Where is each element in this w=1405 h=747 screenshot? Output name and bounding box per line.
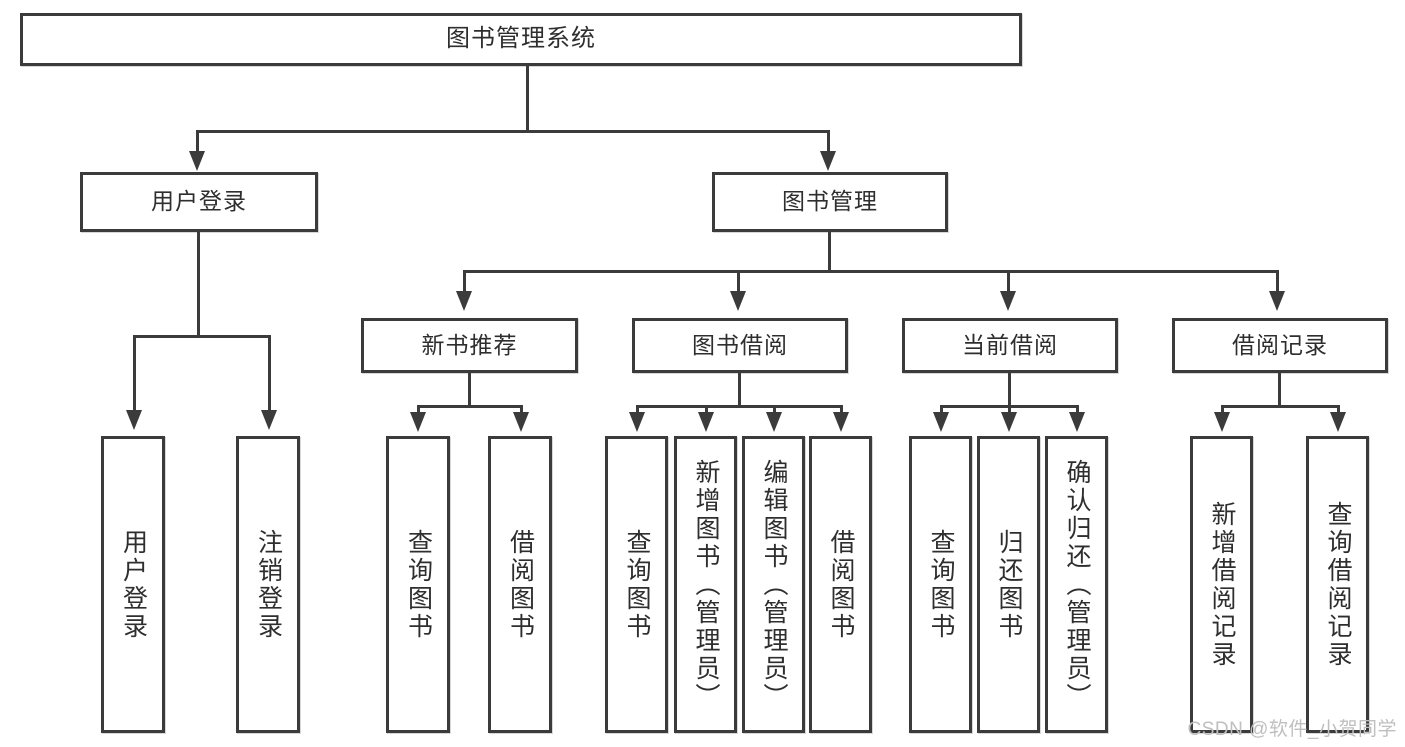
- arrowhead-nb-borrow-book: [513, 412, 529, 432]
- connector-borrow-book-bar: [636, 405, 843, 408]
- node-label: 新增图书（管理员）: [692, 458, 720, 711]
- arrowhead-br-add-record: [1214, 412, 1230, 432]
- connector-user-login-bar: [133, 335, 270, 338]
- arrowhead-current-borrow: [1000, 291, 1016, 311]
- arrowhead-bb-edit-book: [766, 412, 782, 432]
- connector-cb-drop-2: [1008, 405, 1011, 414]
- arrowhead-leaf-logout: [261, 410, 277, 430]
- node-label: 新书推荐: [421, 331, 518, 358]
- connector-new-book-stem: [468, 373, 471, 405]
- connector-cb-drop-1: [940, 405, 943, 414]
- node-label: 编辑图书（管理员）: [760, 458, 788, 711]
- node-current-borrow[interactable]: 当前借阅: [902, 318, 1118, 373]
- arrowhead-cb-return-book: [1001, 412, 1017, 432]
- connector-level1-drop-user-login: [196, 130, 199, 154]
- node-new-book-recommend[interactable]: 新书推荐: [361, 318, 578, 373]
- node-label: 借阅图书: [827, 528, 855, 641]
- leaf-current-query-book[interactable]: 查询图书: [909, 436, 972, 733]
- arrowhead-new-book-recommend: [456, 291, 472, 311]
- leaf-borrow-borrow-book[interactable]: 借阅图书: [809, 436, 872, 733]
- connector-borrow-book-stem: [738, 373, 741, 405]
- leaf-borrow-query-book[interactable]: 查询图书: [605, 436, 668, 733]
- connector-level2-drop-new-book: [463, 270, 466, 294]
- node-label: 查询借阅记录: [1324, 500, 1352, 669]
- connector-bb-drop-2: [705, 405, 708, 414]
- leaf-new-book-query-book[interactable]: 查询图书: [386, 436, 450, 733]
- connector-br-drop-2: [1337, 405, 1340, 414]
- connector-new-book-bar: [417, 405, 523, 408]
- connector-level2-drop-borrow-record: [1276, 270, 1279, 294]
- arrowhead-cb-query-book: [933, 412, 949, 432]
- connector-new-book-drop-1: [417, 405, 420, 414]
- node-book-borrow[interactable]: 图书借阅: [632, 318, 848, 373]
- arrowhead-book-management: [820, 151, 836, 171]
- connector-level2-bar: [463, 270, 1279, 273]
- arrowhead-nb-query-book: [410, 412, 426, 432]
- arrowhead-user-login: [189, 151, 205, 171]
- arrowhead-cb-confirm-return: [1069, 412, 1085, 432]
- arrowhead-book-borrow: [730, 291, 746, 311]
- leaf-current-return-book[interactable]: 归还图书: [977, 436, 1040, 733]
- leaf-borrow-edit-book[interactable]: 编辑图书（管理员）: [742, 436, 805, 733]
- node-label: 借阅图书: [506, 528, 535, 641]
- connector-new-book-drop-2: [520, 405, 523, 414]
- leaf-record-add-record[interactable]: 新增借阅记录: [1190, 436, 1253, 733]
- arrowhead-bb-add-book: [698, 412, 714, 432]
- leaf-user-login[interactable]: 用户登录: [101, 436, 165, 733]
- node-borrow-record[interactable]: 借阅记录: [1172, 318, 1388, 373]
- node-label: 查询图书: [623, 528, 651, 641]
- node-label: 图书管理: [782, 188, 878, 215]
- connector-level1-drop-book-management: [827, 130, 830, 154]
- node-label: 用户登录: [151, 188, 247, 215]
- node-label: 图书管理系统: [446, 25, 596, 53]
- connector-level2-drop-current-borrow: [1007, 270, 1010, 294]
- connector-user-login-drop-1: [133, 335, 136, 413]
- connector-bb-drop-4: [840, 405, 843, 414]
- connector-user-login-stem: [197, 232, 200, 335]
- connector-current-borrow-stem: [1008, 373, 1011, 405]
- node-label: 归还图书: [995, 528, 1023, 641]
- arrowhead-borrow-record: [1269, 291, 1285, 311]
- connector-level1-bar: [196, 130, 830, 133]
- node-label: 用户登录: [119, 528, 148, 641]
- node-label: 借阅记录: [1232, 331, 1328, 358]
- leaf-current-confirm-return[interactable]: 确认归还（管理员）: [1045, 436, 1108, 733]
- connector-cb-drop-3: [1076, 405, 1079, 414]
- arrowhead-bb-query-book: [629, 412, 645, 432]
- connector-br-drop-1: [1221, 405, 1224, 414]
- node-label: 图书借阅: [692, 331, 788, 358]
- node-root-book-management-system[interactable]: 图书管理系统: [20, 13, 1022, 66]
- arrowhead-bb-borrow-book: [833, 412, 849, 432]
- node-label: 新增借阅记录: [1208, 500, 1236, 669]
- connector-user-login-drop-2: [268, 335, 271, 413]
- connector-bb-drop-1: [636, 405, 639, 414]
- leaf-new-book-borrow-book[interactable]: 借阅图书: [488, 436, 552, 733]
- leaf-record-query-record[interactable]: 查询借阅记录: [1306, 436, 1369, 733]
- leaf-borrow-add-book[interactable]: 新增图书（管理员）: [674, 436, 737, 733]
- connector-book-management-stem: [828, 232, 831, 270]
- node-label: 当前借阅: [962, 331, 1058, 358]
- arrowhead-leaf-user-login: [126, 410, 142, 430]
- node-book-management[interactable]: 图书管理: [712, 172, 948, 232]
- connector-borrow-record-stem: [1278, 373, 1281, 405]
- connector-bb-drop-3: [773, 405, 776, 414]
- leaf-logout[interactable]: 注销登录: [236, 436, 300, 733]
- node-label: 确认归还（管理员）: [1063, 458, 1091, 711]
- node-label: 注销登录: [254, 528, 283, 641]
- connector-root-stem: [526, 66, 529, 130]
- connector-borrow-record-bar: [1221, 405, 1340, 408]
- node-label: 查询图书: [927, 528, 955, 641]
- node-label: 查询图书: [404, 528, 433, 641]
- arrowhead-br-query-record: [1330, 412, 1346, 432]
- connector-level2-drop-borrow-book: [737, 270, 740, 294]
- node-user-login[interactable]: 用户登录: [80, 172, 318, 232]
